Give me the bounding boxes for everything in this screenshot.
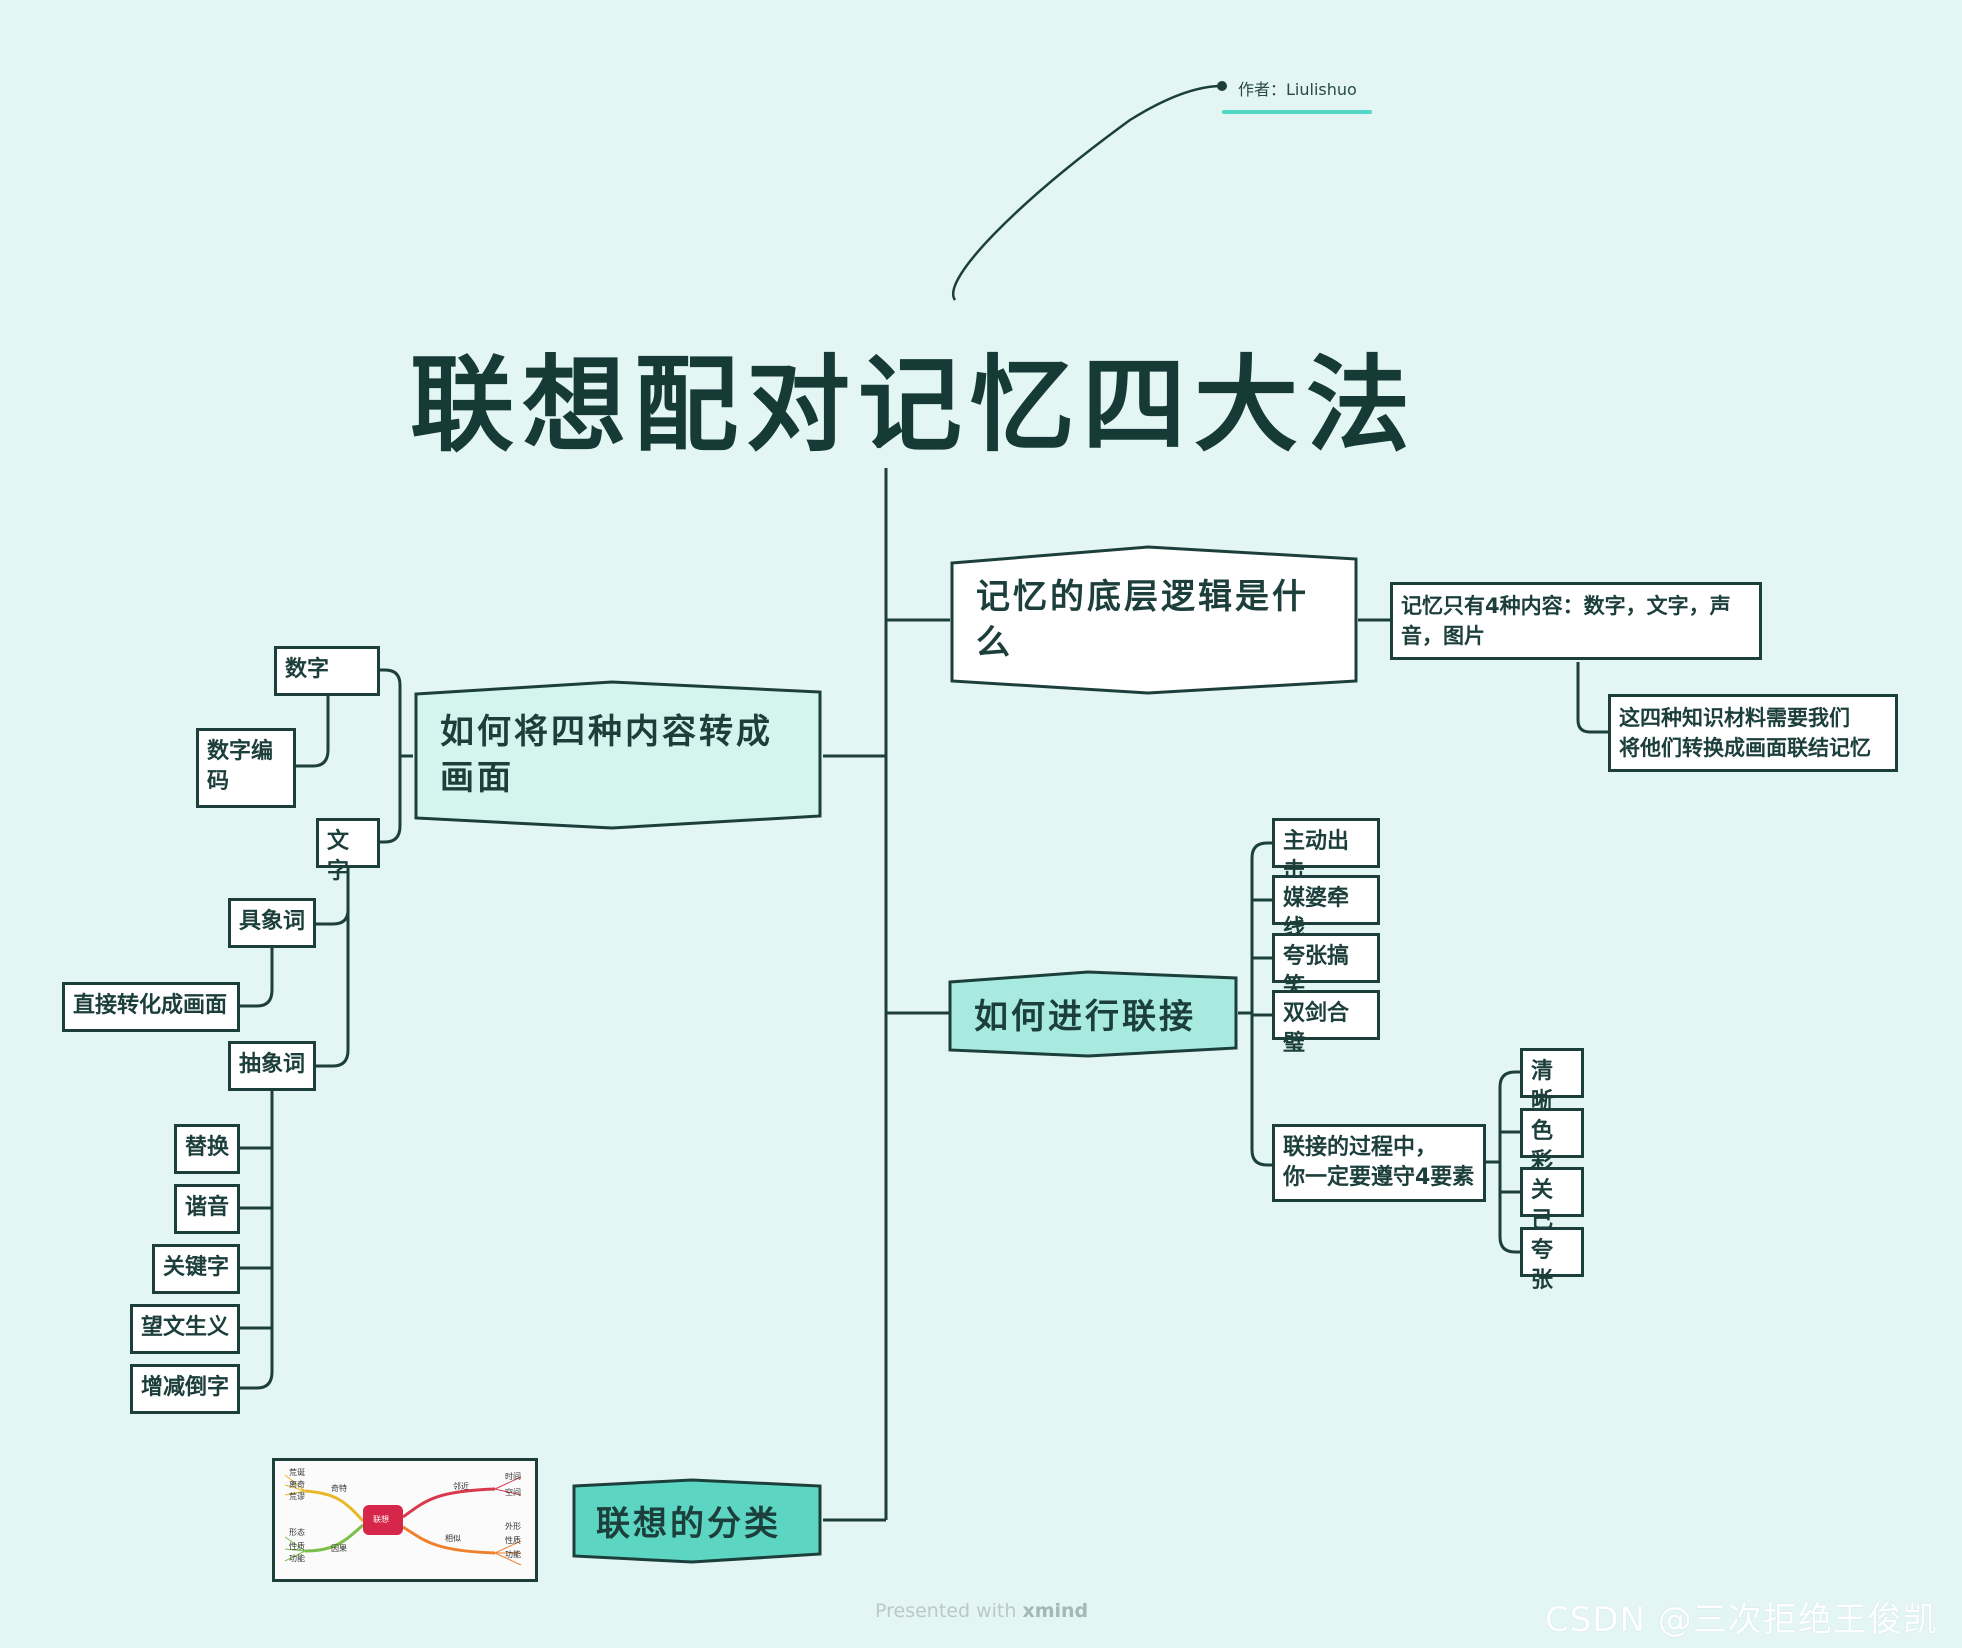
convert-to-image-line2: 将他们转换成画面联结记忆 — [1619, 736, 1871, 760]
link-item-1[interactable]: 主动出击 — [1272, 818, 1380, 884]
branch-memory-logic-line1: 记忆的底层逻辑是什 — [976, 577, 1309, 617]
author-label: 作者：Liulishuo — [1238, 80, 1357, 99]
thumb-r3: 外形 — [505, 1522, 521, 1531]
branch-convert-content-line1: 如何将四种内容转成 — [440, 712, 773, 752]
thumb-l6: 功能 — [289, 1554, 305, 1563]
link-rules-line2: 你一定要遵守4要素 — [1283, 1165, 1475, 1190]
thumb-l4: 形态 — [289, 1528, 305, 1537]
thumb-a: 奇特 — [331, 1484, 347, 1493]
branch-how-to-link[interactable]: 如何进行联接 — [948, 968, 1240, 1058]
direct-to-image-node[interactable]: 直接转化成画面 — [62, 982, 240, 1032]
replace-node[interactable]: 替换 — [174, 1124, 240, 1174]
mindmap-title[interactable]: 联想配对记忆四大法 — [410, 344, 1419, 466]
branch-association-types[interactable]: 联想的分类 — [572, 1476, 824, 1564]
thumb-r5: 功能 — [505, 1550, 521, 1559]
convert-to-image-line1: 这四种知识材料需要我们 — [1619, 706, 1850, 730]
presented-text: Presented with — [875, 1600, 1023, 1622]
branch-convert-content-shape — [414, 680, 822, 830]
thumb-l3: 荒谬 — [289, 1492, 305, 1501]
homophone-node[interactable]: 谐音 — [174, 1184, 240, 1234]
text-node[interactable]: 文字 — [316, 818, 380, 884]
thumb-r2: 空间 — [505, 1488, 521, 1497]
presented-with-xmind: Presented with xmind — [875, 1600, 1088, 1622]
number-encoding-line1: 数字编 — [207, 739, 274, 764]
link-item-3[interactable]: 夸张搞笑 — [1272, 933, 1380, 999]
memory-content-line2: 音，图片 — [1401, 624, 1485, 648]
thumb-l1: 荒诞 — [289, 1468, 305, 1477]
csdn-watermark: CSDN @三次拒绝王俊凯 — [1545, 1600, 1938, 1640]
branch-convert-content[interactable]: 如何将四种内容转成 画面 — [412, 680, 824, 830]
keyword-node[interactable]: 关键字 — [152, 1244, 240, 1294]
number-encoding-line2: 码 — [207, 769, 230, 794]
convert-to-image-node[interactable]: 这四种知识材料需要我们 将他们转换成画面联结记忆 — [1608, 694, 1898, 772]
thumb-r4: 性质 — [505, 1536, 521, 1545]
association-mindmap-thumb-lines — [284, 1474, 522, 1566]
association-mindmap-image: 联想 奇特 邻近 因果 相似 荒诞 离奇 荒谬 形态 性质 功能 时间 空间 外… — [272, 1458, 538, 1582]
branch-association-types-shape — [572, 1478, 822, 1564]
thumb-l2: 离奇 — [289, 1480, 305, 1489]
number-node[interactable]: 数字 — [274, 646, 380, 696]
branch-how-to-link-label: 如何进行联接 — [974, 996, 1196, 1037]
rule-color[interactable]: 色彩 — [1520, 1108, 1584, 1174]
memory-content-node[interactable]: 记忆只有4种内容：数字，文字，声 音，图片 — [1390, 582, 1762, 660]
abstract-word-node[interactable]: 抽象词 — [228, 1041, 316, 1091]
branch-memory-logic[interactable]: 记忆的底层逻辑是什 么 — [948, 545, 1360, 695]
branch-convert-content-line2: 画面 — [440, 758, 514, 798]
thumb-b: 邻近 — [453, 1482, 469, 1491]
thumb-r1: 时间 — [505, 1472, 521, 1481]
branch-how-to-link-shape — [948, 970, 1238, 1058]
author-underline — [1222, 110, 1372, 114]
xmind-brand: xmind — [1022, 1600, 1089, 1622]
rule-self[interactable]: 关己 — [1520, 1167, 1584, 1233]
thumb-d: 相似 — [445, 1534, 461, 1543]
thumb-c: 因果 — [331, 1544, 347, 1553]
branch-association-types-label: 联想的分类 — [596, 1503, 781, 1544]
thumb-l5: 性质 — [289, 1542, 305, 1551]
rule-exaggerate[interactable]: 夸张 — [1520, 1227, 1584, 1293]
memory-content-line1: 记忆只有4种内容：数字，文字，声 — [1401, 594, 1731, 618]
literal-meaning-node[interactable]: 望文生义 — [130, 1304, 240, 1354]
link-item-2[interactable]: 媒婆牵线 — [1272, 875, 1380, 941]
thumb-center: 联想 — [373, 1515, 389, 1524]
link-item-4[interactable]: 双剑合璧 — [1272, 990, 1380, 1056]
add-remove-reverse-node[interactable]: 增减倒字 — [130, 1364, 240, 1414]
concrete-word-node[interactable]: 具象词 — [228, 898, 316, 948]
link-rules-line1: 联接的过程中， — [1283, 1135, 1438, 1160]
link-rules-node[interactable]: 联接的过程中， 你一定要遵守4要素 — [1272, 1124, 1486, 1202]
branch-memory-logic-shape — [950, 545, 1358, 695]
branch-memory-logic-line2: 么 — [976, 623, 1013, 663]
number-encoding-node[interactable]: 数字编 码 — [196, 728, 296, 808]
rule-clear[interactable]: 清晰 — [1520, 1048, 1584, 1114]
